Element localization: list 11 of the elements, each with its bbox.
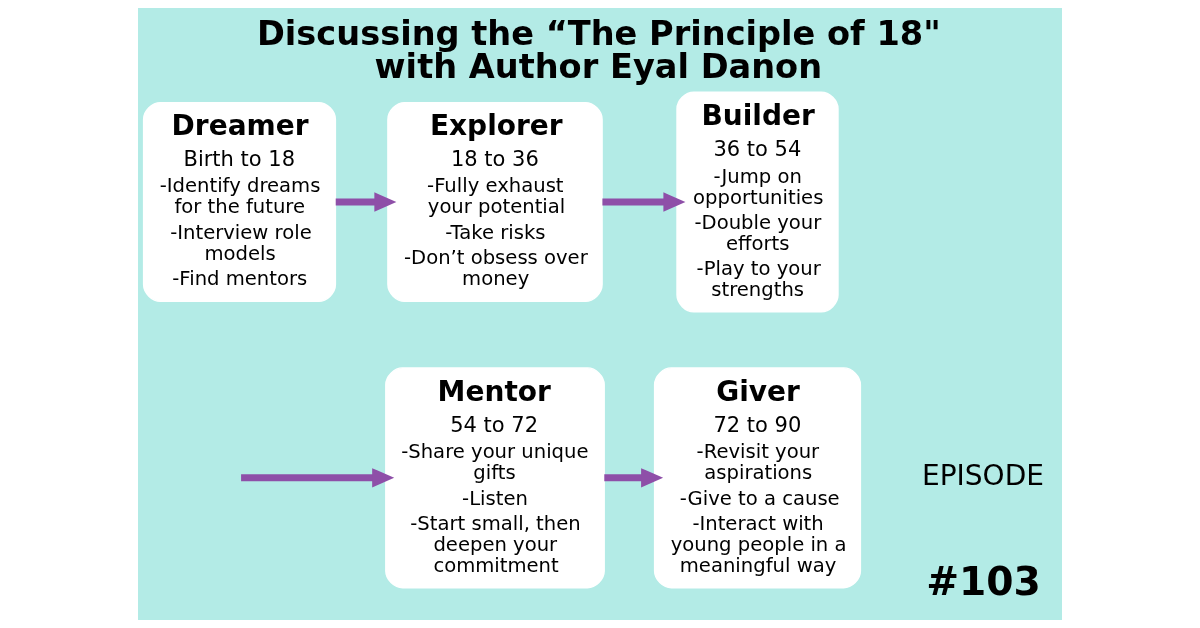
node-box: Giver 72 to 90 -Revisit your aspirations -Give to a cause -Interact with young people in a meaningful way [653,367,862,589]
arrow [602,192,686,212]
node-box: Explorer 18 to 36 -Fully exhaust your potential -Take risks -Don’t obsess over money [387,101,603,303]
arrow [335,192,397,212]
label: EPISODE [922,458,1044,492]
label: #103 [926,559,1041,605]
node-box: Dreamer Birth to 18 -Identify dreams for the future -Interview role models -Find mentors [142,101,337,303]
diagram-title: Discussing the “The Principle of 18" with Author Eyal Danon [257,13,941,87]
node-box: Mentor 54 to 72 -Share your unique gifts -Listen -Start small, then deepen your commitment [385,367,605,589]
arrow [604,468,664,488]
node-box: Builder 36 to 54 -Jump on opportunities -Double your efforts -Play to your strengths [676,91,839,313]
